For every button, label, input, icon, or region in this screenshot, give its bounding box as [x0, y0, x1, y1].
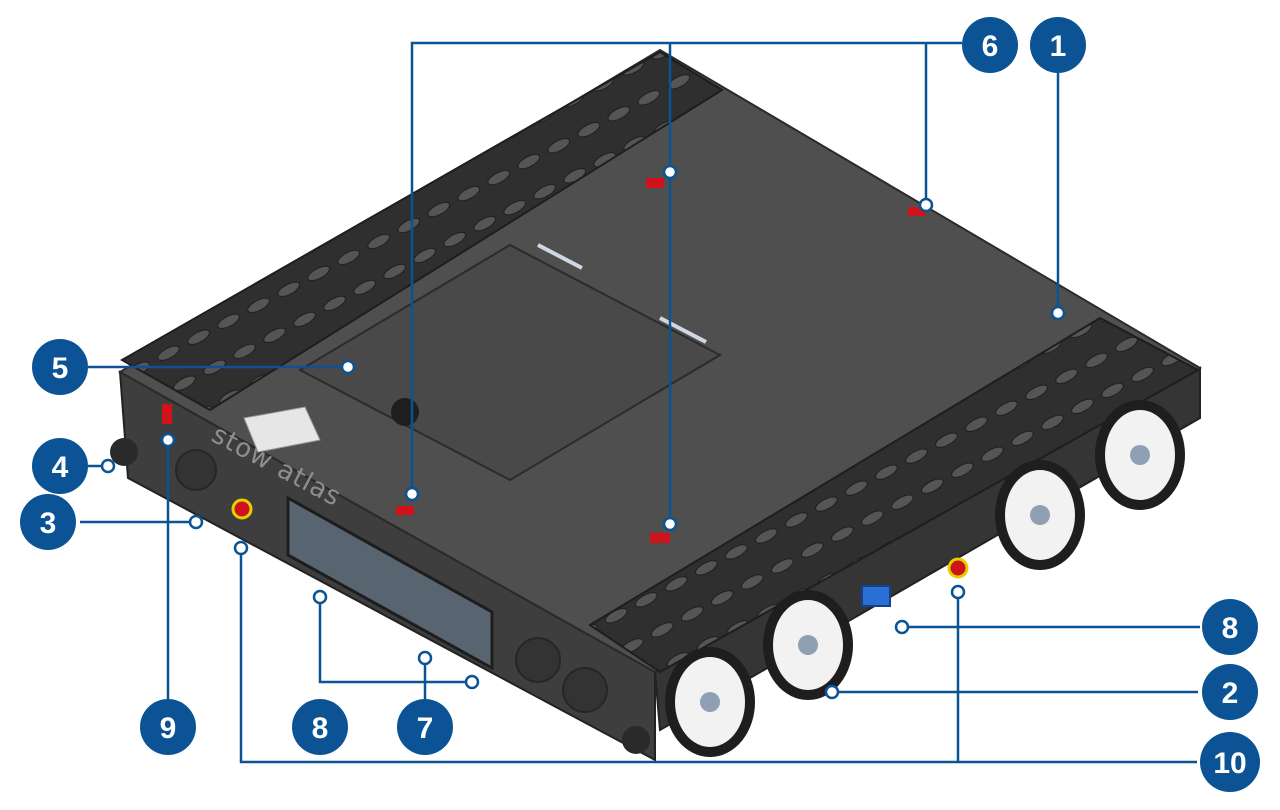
- callout-number: 8: [312, 712, 329, 745]
- callout-badge-1: 1: [1030, 17, 1086, 73]
- callout-number: 7: [417, 712, 434, 745]
- callout-badge-4: 4: [32, 438, 88, 494]
- callout-badge-9: 9: [140, 699, 196, 755]
- callout-badges: 1 6 5 4 3 9 8 7: [20, 17, 1260, 792]
- anchor-dot: [340, 359, 356, 375]
- bumper-front-right: [622, 726, 650, 754]
- wheel-hub: [798, 635, 818, 655]
- leader-line-8: [318, 597, 472, 684]
- leader-line-6: [410, 41, 962, 494]
- sensor-marker-right: [908, 207, 926, 216]
- service-panel: [286, 495, 494, 671]
- callout-badge-8-left: 8: [292, 699, 348, 755]
- anchor-dot: [662, 516, 678, 532]
- wheel-hub: [1130, 445, 1150, 465]
- callout-number: 2: [1222, 677, 1239, 710]
- callout-number: 4: [52, 451, 69, 484]
- callout-badge-6: 6: [962, 17, 1018, 73]
- wheel-hub: [700, 692, 720, 712]
- robot-body: stow atlas: [110, 48, 1203, 762]
- anchor-dot: [404, 486, 420, 502]
- callout-number: 6: [982, 30, 999, 63]
- side-vent-3: [562, 667, 608, 713]
- callout-number: 3: [40, 507, 57, 540]
- sensor-marker-left: [396, 506, 414, 515]
- anchor-dot: [1050, 305, 1066, 321]
- callout-badge-3: 3: [20, 494, 76, 550]
- anchor-dot: [950, 584, 966, 600]
- side-vent-1: [175, 449, 217, 491]
- sensor-marker-top: [646, 178, 664, 188]
- callout-number: 10: [1213, 747, 1246, 780]
- anchor-dot: [894, 619, 910, 635]
- anchor-dot: [662, 164, 678, 180]
- emergency-stop-right: [947, 557, 969, 579]
- leader-line-10: [239, 548, 1197, 764]
- charging-connector: [861, 585, 891, 607]
- leader-lines: [80, 41, 1200, 764]
- left-tread-plate: [119, 50, 724, 412]
- callout-badge-5: 5: [32, 339, 88, 395]
- callout-badge-8-right: 8: [1202, 599, 1258, 655]
- callout-number: 5: [52, 352, 69, 385]
- callout-number: 1: [1050, 30, 1067, 63]
- anchor-dot: [417, 650, 433, 666]
- anchor-dots: [100, 164, 1066, 700]
- side-sensor-marker: [162, 404, 172, 424]
- anchor-dot: [312, 589, 328, 605]
- anchor-dot: [918, 197, 934, 213]
- callout-badge-10: 10: [1200, 732, 1260, 792]
- info-label-plate: [243, 406, 321, 453]
- sensor-marker-front: [650, 533, 670, 543]
- anchor-dot: [100, 458, 116, 474]
- right-tread-plate: [588, 316, 1201, 674]
- anchor-dot: [464, 674, 480, 690]
- anchor-dot: [824, 684, 840, 700]
- anchor-dot: [233, 540, 249, 556]
- emergency-stop-left: [231, 498, 253, 520]
- wheels: [665, 400, 1185, 757]
- side-vent-2: [515, 637, 561, 683]
- callout-badge-2: 2: [1202, 664, 1258, 720]
- anchor-dot: [160, 432, 176, 448]
- callout-number: 8: [1222, 612, 1239, 645]
- mounting-rail-1: [537, 243, 583, 270]
- wheel-hub: [1030, 505, 1050, 525]
- hatch-grommet: [391, 398, 419, 426]
- anchor-dot: [188, 514, 204, 530]
- callout-badge-7: 7: [397, 699, 453, 755]
- bumper-front-left: [110, 438, 138, 466]
- mounting-rail-2: [659, 316, 707, 344]
- callout-number: 9: [160, 712, 177, 745]
